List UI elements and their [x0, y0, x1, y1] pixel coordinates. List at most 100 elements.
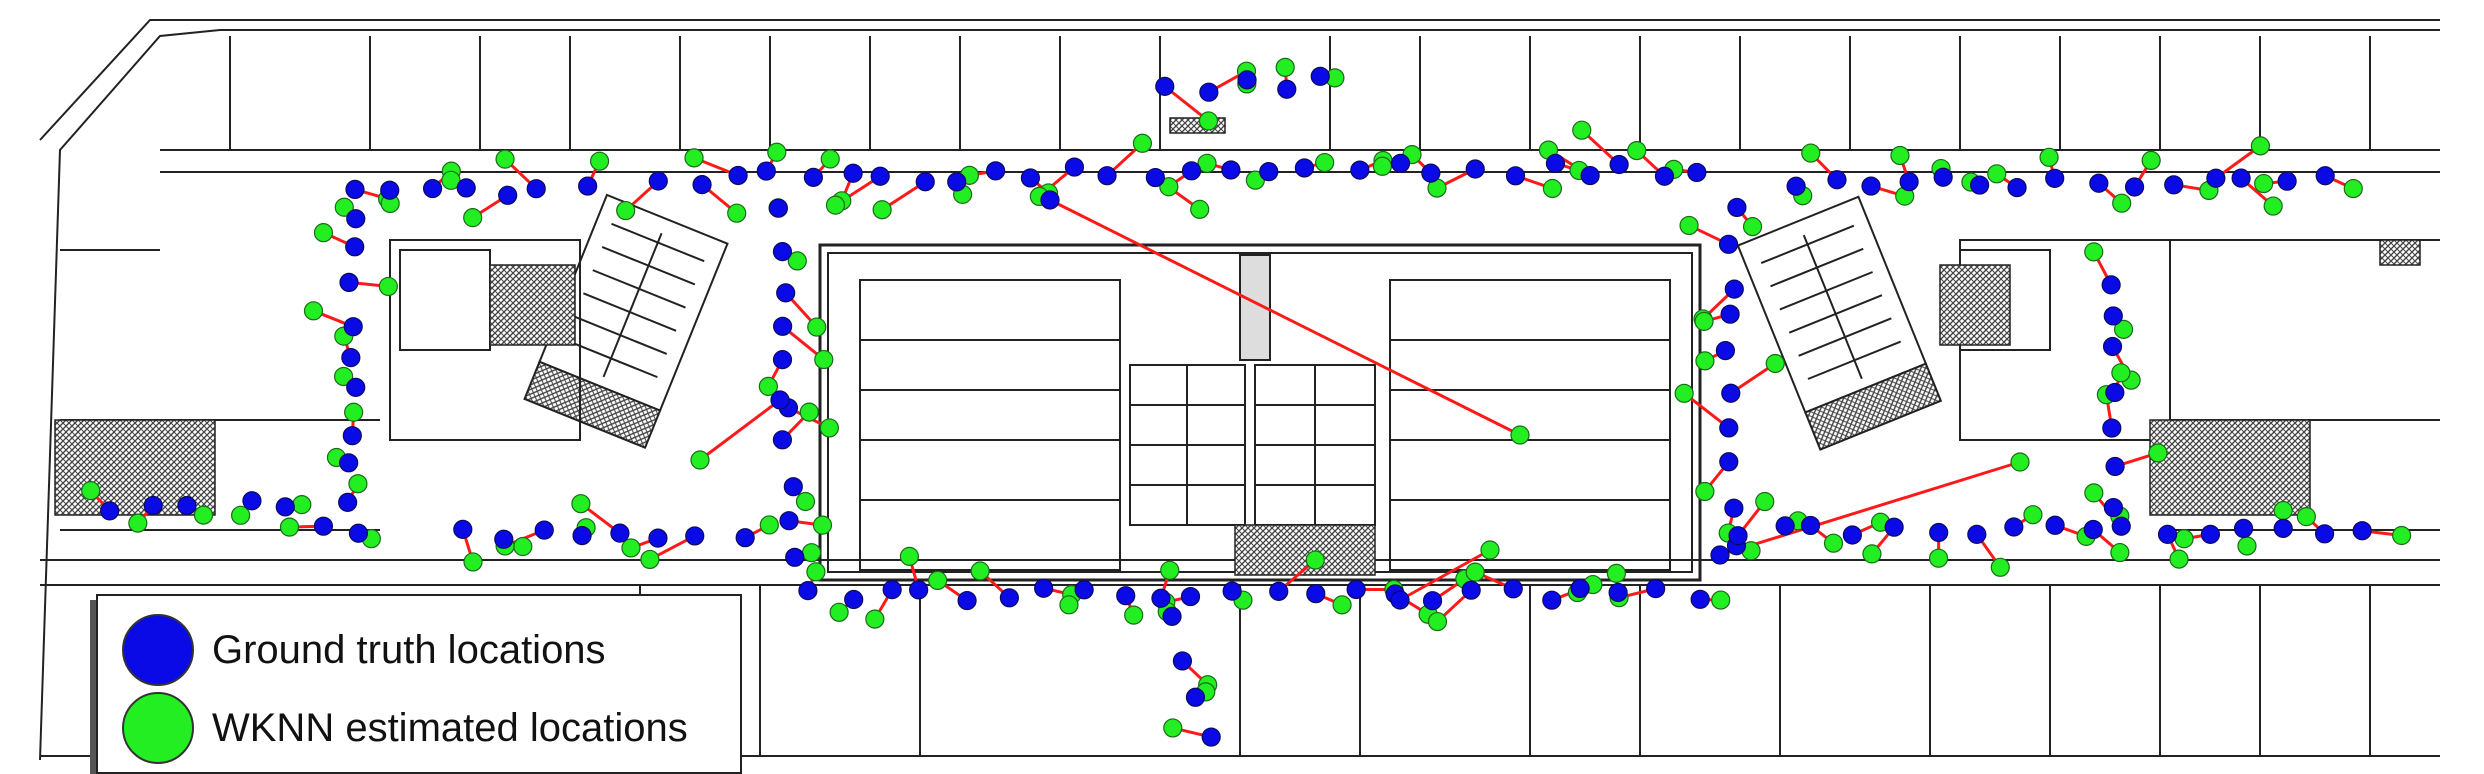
- estimated-location-point: [2111, 363, 2131, 383]
- ground-truth-point: [2105, 456, 2125, 477]
- ground-truth-point: [1422, 591, 1443, 611]
- ground-truth-point: [2102, 336, 2123, 357]
- ground-truth-point: [772, 242, 793, 262]
- ground-truth-point: [1545, 153, 1566, 173]
- estimated-location-point: [727, 203, 747, 223]
- ground-truth-point: [345, 179, 365, 200]
- estimated-location-point: [970, 561, 990, 581]
- ground-truth-point: [275, 497, 295, 517]
- estimated-location-point: [2250, 136, 2271, 156]
- legend-item-estimated: WKNN estimated locations: [122, 692, 688, 764]
- estimated-location-point: [1305, 550, 1325, 570]
- ground-truth-point: [348, 523, 369, 543]
- estimated-location-point: [767, 142, 787, 162]
- ground-truth-point: [1775, 516, 1795, 536]
- ground-truth-point: [1185, 687, 1206, 707]
- estimated-location-point: [899, 546, 919, 566]
- ground-truth-point: [177, 495, 197, 516]
- ground-truth-point: [798, 581, 818, 601]
- error-line: [1049, 198, 1521, 437]
- ground-truth-point: [2124, 177, 2145, 197]
- ground-truth-point: [345, 237, 365, 257]
- ground-truth-point: [1724, 279, 1744, 299]
- ground-truth-point: [1570, 578, 1590, 599]
- ground-truth-point: [2045, 515, 2065, 535]
- estimated-location-point: [2343, 178, 2363, 199]
- ground-truth-point: [1505, 166, 1526, 186]
- estimated-location-point: [313, 223, 334, 243]
- ground-truth-marker: [122, 614, 194, 686]
- estimated-location-point: [2112, 193, 2132, 213]
- ground-truth-point: [844, 589, 864, 610]
- ground-truth-point: [685, 526, 705, 546]
- ground-truth-point: [346, 209, 366, 229]
- right-stairwell: [1736, 195, 1943, 451]
- restroom-stalls: [1130, 365, 1375, 525]
- estimated-location-point: [589, 151, 610, 171]
- ground-truth-point: [346, 377, 366, 397]
- estimated-location-point: [495, 149, 515, 169]
- ground-truth-point: [1580, 165, 1600, 186]
- ground-truth-point: [422, 178, 443, 199]
- upper-rooms: [229, 36, 2371, 150]
- ground-truth-point: [1503, 579, 1523, 599]
- estimated-location-point: [1679, 215, 1699, 236]
- ground-truth-point: [1465, 159, 1485, 179]
- ground-truth-point: [2200, 524, 2221, 544]
- ground-truth-point: [1608, 582, 1628, 603]
- ground-truth-point: [773, 316, 793, 336]
- ground-truth-point: [1269, 581, 1289, 601]
- ground-truth-point: [456, 178, 476, 198]
- ground-truth-point: [2102, 418, 2122, 438]
- estimated-location-point: [1465, 562, 1485, 582]
- ground-truth-point: [2089, 173, 2109, 193]
- ground-truth-point: [2277, 171, 2297, 191]
- estimated-location-point: [2084, 483, 2104, 503]
- ground-truth-point: [494, 529, 514, 549]
- left-hall: [859, 279, 1121, 571]
- legend-label-estimated: WKNN estimated locations: [212, 705, 688, 750]
- estimated-location-point: [334, 366, 354, 387]
- ground-truth-point: [2315, 524, 2335, 544]
- ground-truth-point: [1034, 578, 1054, 598]
- estimated-location-point: [1059, 595, 1079, 615]
- lower-rooms: [639, 585, 2371, 756]
- ground-truth-point: [986, 161, 1006, 181]
- ground-truth-point: [1654, 166, 1675, 186]
- estimated-location-point: [334, 197, 354, 217]
- estimated-location-point: [348, 474, 368, 494]
- ground-truth-point: [1786, 176, 1806, 196]
- estimated-location-point: [1606, 563, 1626, 583]
- estimated-location-point: [292, 495, 312, 515]
- estimated-location-point: [231, 505, 251, 525]
- ground-truth-point: [1728, 526, 1748, 546]
- ground-truth-point: [779, 511, 799, 531]
- right-hall: [1389, 279, 1671, 571]
- ground-truth-point: [380, 180, 400, 200]
- estimated-location-point: [1742, 217, 1763, 237]
- ground-truth-point: [1199, 82, 1219, 102]
- estimated-location-point: [1890, 145, 1910, 166]
- estimated-location-point: [81, 481, 101, 501]
- ground-truth-point: [1718, 234, 1739, 254]
- ground-truth-point: [1687, 162, 1707, 183]
- estimated-location-point: [1372, 156, 1393, 176]
- right-hall-lines: [1390, 339, 1670, 501]
- ground-truth-point: [2105, 382, 2125, 403]
- ground-truth-point: [772, 350, 793, 370]
- estimated-location-point: [2392, 525, 2412, 546]
- estimated-location-point: [193, 505, 214, 525]
- ground-truth-point: [770, 390, 790, 410]
- estimated-location-point: [571, 494, 591, 514]
- ground-truth-point: [1720, 304, 1740, 324]
- estimated-location-point: [1711, 590, 1731, 610]
- ground-truth-point: [1542, 590, 1562, 610]
- ground-truth-point: [1609, 154, 1629, 175]
- ground-truth-point: [870, 166, 890, 186]
- ground-truth-point: [1180, 586, 1201, 607]
- estimated-location-point: [2237, 536, 2257, 556]
- ground-truth-point: [2273, 518, 2293, 538]
- estimated-location-point: [640, 549, 660, 570]
- estimated-location-point: [463, 552, 483, 572]
